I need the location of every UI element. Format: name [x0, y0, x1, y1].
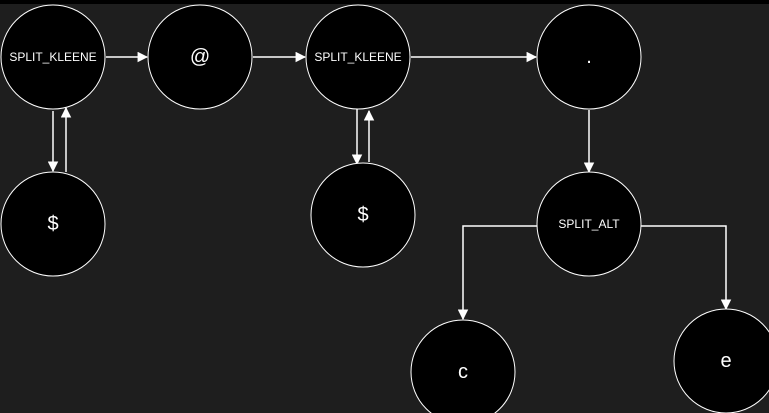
node-label: $	[47, 213, 58, 235]
node-c[interactable]: c	[410, 319, 516, 413]
node-dot[interactable]: .	[536, 4, 642, 110]
node-label: SPLIT_ALT	[558, 217, 620, 231]
node-dollar-2[interactable]: $	[310, 162, 416, 268]
top-bar	[0, 0, 769, 4]
node-label: SPLIT_KLEENE	[9, 50, 96, 64]
node-at[interactable]: @	[147, 4, 253, 110]
node-dollar-1[interactable]: $	[0, 171, 106, 277]
node-label: $	[357, 204, 368, 226]
node-split-kleene-2[interactable]: SPLIT_KLEENE	[305, 4, 411, 110]
node-split-kleene-1[interactable]: SPLIT_KLEENE	[0, 4, 106, 110]
node-label: .	[586, 46, 592, 68]
edge-n7-n9	[641, 225, 732, 311]
edges	[47, 51, 732, 321]
node-label: c	[458, 361, 468, 383]
node-label: SPLIT_KLEENE	[314, 50, 401, 64]
edge-n7-n8	[457, 225, 537, 321]
node-label: @	[190, 46, 210, 68]
node-e[interactable]: e	[673, 308, 769, 413]
node-split-alt[interactable]: SPLIT_ALT	[536, 171, 642, 277]
node-label: e	[720, 350, 731, 372]
